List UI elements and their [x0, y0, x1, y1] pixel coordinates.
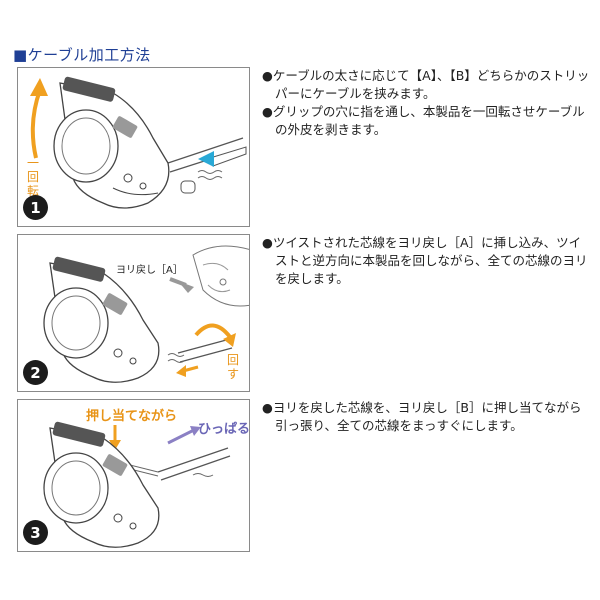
step-2-badge: 2: [23, 360, 48, 385]
press-label: 押し当てながら: [86, 409, 178, 424]
step-3-illustration: 押し当てながら ひっぱる 3: [17, 399, 250, 552]
step-3-bullet-1: ●ヨリを戻した芯線を、ヨリ戻し［B］に押し当てながら引っ張り、全ての芯線をまっす…: [262, 400, 582, 433]
step-1-bullet-1: ●ケーブルの太さに応じて【A】、【B】どちらかのストリッパーにケーブルを挟みます…: [262, 68, 590, 101]
rotation-label: 一回転: [26, 156, 39, 198]
step-1-illustration: 一回転 1: [17, 67, 250, 227]
step-3-badge: 3: [23, 520, 48, 545]
step-3-instructions: ●ヨリを戻した芯線を、ヨリ戻し［B］に押し当てながら引っ張り、全ての芯線をまっす…: [262, 399, 592, 435]
turn-label: 回す: [226, 353, 239, 381]
step-2-illustration: ヨリ戻し［A］ 回す 2: [17, 234, 250, 392]
step-1-bullet-2: ●グリップの穴に指を通し、本製品を一回転させケーブルの外皮を剥きます。: [262, 104, 585, 137]
step-2-instructions: ●ツイストされた芯線をヨリ戻し［A］に挿し込み、ツイストと逆方向に本製品を回しな…: [262, 234, 592, 288]
section-title: ■ケーブル加工方法: [13, 46, 151, 64]
yorimodoshi-label: ヨリ戻し［A］: [116, 265, 183, 276]
step-1-instructions: ●ケーブルの太さに応じて【A】、【B】どちらかのストリッパーにケーブルを挟みます…: [262, 67, 592, 139]
pull-label: ひっぱる: [198, 422, 250, 437]
step-2-bullet-1: ●ツイストされた芯線をヨリ戻し［A］に挿し込み、ツイストと逆方向に本製品を回しな…: [262, 235, 588, 286]
step-1-badge: 1: [23, 195, 48, 220]
